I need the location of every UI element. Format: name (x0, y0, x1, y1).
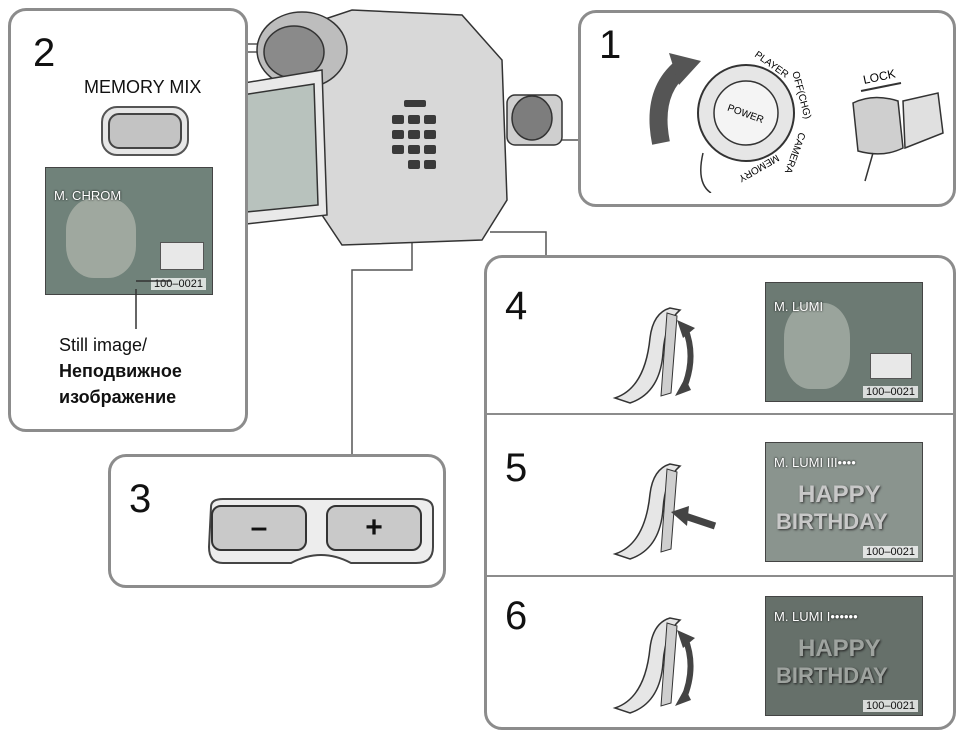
overlay-text-1: HAPPY (798, 481, 881, 508)
memory-mix-button[interactable] (101, 106, 189, 156)
osd-mode-text: M. LUMI I•••••• (774, 609, 858, 624)
dial-turn-icon (612, 307, 695, 404)
step-3-panel: 3 – + (108, 454, 446, 588)
overlay-text-2: BIRTHDAY (776, 509, 888, 534)
caption-russian-2: изображение (59, 387, 177, 407)
dial-turn-icon (612, 617, 695, 714)
frame-counter: 100–0021 (863, 546, 918, 558)
camcorder-illustration (232, 9, 563, 246)
power-dial-illustration: POWER PLAYER OFF(CHG) CAMERA MEMORY (649, 49, 813, 193)
overlay-text-1: HAPPY (798, 635, 881, 662)
step-number: 1 (599, 23, 622, 67)
minus-button[interactable]: – (211, 505, 307, 551)
step-number: 3 (129, 477, 152, 521)
osd-mode-text: M. LUMI (774, 299, 824, 314)
step-6-screen: M. LUMI I•••••• HAPPY BIRTHDAY 100–0021 (765, 596, 923, 716)
lock-text: LOCK (862, 66, 897, 86)
frame-counter: 100–0021 (863, 700, 918, 712)
caption-english: Still image/ (59, 335, 148, 355)
osd-mode-text: M. LUMI III•••• (774, 455, 856, 470)
overlay-text-2: BIRTHDAY (776, 663, 888, 688)
step-number: 2 (33, 31, 56, 75)
step-number: 6 (505, 594, 528, 638)
step-number: 4 (505, 284, 528, 328)
plus-button[interactable]: + (326, 505, 422, 551)
caption-russian-1: Неподвижное (59, 361, 182, 381)
frame-counter: 100–0021 (863, 386, 918, 398)
step-2-panel: 2 MEMORY MIX M. CHROM 100–0021 Still ima… (8, 8, 248, 432)
step-1-panel: 1 POWER PLAYER OFF(CHG) CAMERA MEMORY LO… (578, 10, 956, 207)
lock-switch-illustration: LOCK (852, 66, 944, 182)
step-5-screen: M. LUMI III•••• HAPPY BIRTHDAY 100–0021 (765, 442, 923, 562)
memory-mix-label: MEMORY MIX (84, 77, 202, 97)
step-number: 5 (505, 446, 528, 490)
dial-press-icon (612, 463, 717, 560)
step-4-screen: M. LUMI 100–0021 (765, 282, 923, 402)
steps-4-6-panel: 4 M. LUMI 100–0021 5 M. LUMI III•••• HAP… (484, 255, 956, 730)
caption-pointer (135, 280, 171, 329)
osd-mode-text: M. CHROM (54, 188, 122, 203)
